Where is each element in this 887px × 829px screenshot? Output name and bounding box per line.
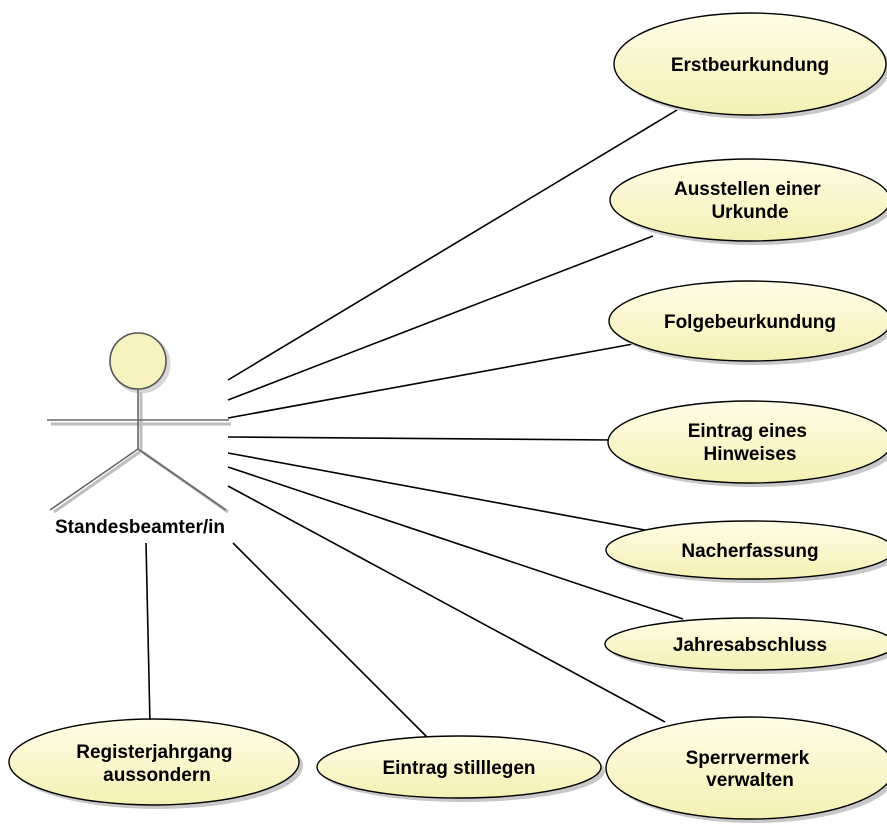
use-case-label-line2: verwalten bbox=[706, 770, 794, 791]
use-case-aussondern[interactable]: Registerjahrgang aussondern bbox=[8, 718, 303, 809]
svg-text:Erstbeurkundung: Erstbeurkundung bbox=[671, 55, 829, 76]
use-case-label: Eintrag stilllegen bbox=[382, 758, 535, 779]
assoc-sperrvermerk bbox=[227, 485, 666, 723]
actor-name: Standesbeamter/in bbox=[55, 517, 225, 538]
use-case-eintrag-hinweis[interactable]: Eintrag eines Hinweises bbox=[607, 400, 887, 487]
svg-text:Nacherfassung: Nacherfassung bbox=[681, 541, 818, 562]
use-case-label: Folgebeurkundung bbox=[664, 312, 836, 333]
use-case-folgebeurkundung[interactable]: Folgebeurkundung bbox=[608, 280, 887, 365]
use-case-label: Nacherfassung bbox=[681, 541, 818, 562]
svg-text:Jahresabschluss: Jahresabschluss bbox=[673, 635, 827, 656]
assoc-folgebeurkundung bbox=[227, 343, 634, 419]
svg-text:Sperrvermerk verwalten: Sperrvermerk verwalten bbox=[686, 748, 815, 791]
svg-text:Eintrag eines Hinweise: Eintrag eines Hinweises bbox=[688, 421, 813, 465]
assoc-erstbeurkundung bbox=[227, 109, 678, 381]
assoc-ausstellen bbox=[227, 235, 654, 401]
use-case-erstbeurkundung[interactable]: Erstbeurkundung bbox=[613, 12, 887, 119]
actor-right-leg bbox=[137, 448, 227, 511]
use-case-label-line2: aussondern bbox=[103, 765, 211, 786]
use-case-ausstellen[interactable]: Ausstellen einer Urkunde bbox=[609, 158, 887, 245]
use-case-stilllegen[interactable]: Eintrag stilllegen bbox=[316, 735, 605, 802]
actor-left-leg bbox=[49, 448, 139, 511]
assoc-eintrag-hinweis bbox=[227, 436, 614, 441]
svg-text:Registerjahrgang ausso: Registerjahrgang aussondern bbox=[76, 742, 238, 786]
use-case-label-line1: Ausstellen einer bbox=[674, 179, 821, 200]
associations bbox=[145, 109, 684, 741]
use-case-label: Jahresabschluss bbox=[673, 635, 827, 656]
use-case-jahresabschluss[interactable]: Jahresabschluss bbox=[604, 617, 887, 674]
svg-text:Eintrag stilllegen: Eintrag stilllegen bbox=[382, 758, 535, 779]
assoc-stilllegen bbox=[232, 542, 431, 741]
use-case-label-line2: Hinweises bbox=[704, 444, 797, 465]
use-case-sperrvermerk[interactable]: Sperrvermerk verwalten bbox=[605, 716, 887, 823]
assoc-jahresabschluss bbox=[227, 466, 684, 620]
assoc-nacherfassung bbox=[227, 452, 651, 532]
use-cases: Erstbeurkundung Ausstellen einer Urkunde… bbox=[8, 12, 887, 823]
use-case-label-line1: Registerjahrgang bbox=[76, 742, 232, 763]
use-case-label-line1: Eintrag eines bbox=[688, 421, 807, 442]
use-case-label-line1: Sperrvermerk bbox=[686, 748, 810, 769]
use-case-label-line2: Urkunde bbox=[711, 202, 788, 223]
actor-head bbox=[109, 332, 167, 390]
svg-text:Ausstellen einer Urkun: Ausstellen einer Urkunde bbox=[674, 179, 826, 223]
use-case-nacherfassung[interactable]: Nacherfassung bbox=[605, 520, 887, 583]
assoc-aussondern bbox=[145, 542, 151, 725]
svg-text:Folgebeurkundung: Folgebeurkundung bbox=[664, 312, 836, 333]
actor: Standesbeamter/in bbox=[47, 332, 231, 538]
use-case-label: Erstbeurkundung bbox=[671, 55, 829, 76]
